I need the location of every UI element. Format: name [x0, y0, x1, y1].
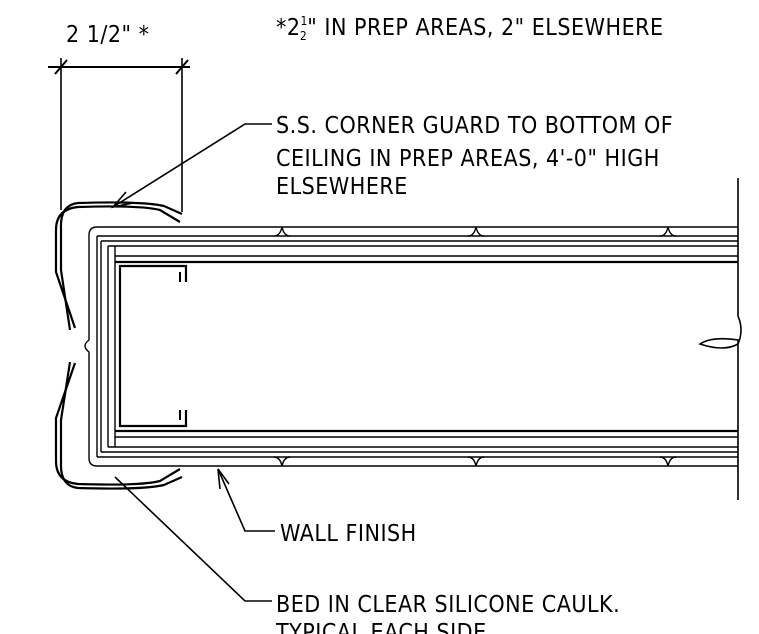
corner-guard-bottom-inner: [59, 361, 183, 490]
corner-guard-arrowhead: [110, 191, 134, 209]
caulk-leader: [114, 476, 272, 602]
wall-finish-leader: [217, 468, 275, 532]
end-finish-outer: [84, 226, 98, 467]
corner-guard-top-outer: [54, 205, 181, 329]
wall-finish-label: WALL FINISH: [280, 521, 417, 547]
corner-guard-top: [54, 201, 183, 331]
caulk-note: BED IN CLEAR SILICONE CAULK. TYPICAL EAC…: [114, 476, 620, 634]
footnote-prefix: *2: [276, 15, 301, 41]
dimension-tick-left: [54, 59, 68, 75]
dimension-group: 2 1/2" *: [48, 22, 190, 212]
corner-guard-note: S.S. CORNER GUARD TO BOTTOM OF CEILING I…: [110, 113, 673, 209]
footnote-text: " IN PREP AREAS, 2" ELSEWHERE: [307, 15, 663, 41]
corner-guard-note-line-2: CEILING IN PREP AREAS, 4'-0" HIGH: [276, 146, 660, 172]
corner-guard-bottom: [54, 361, 183, 490]
wall-finish-note: WALL FINISH: [217, 468, 417, 547]
footnote-fraction-denominator: 2: [300, 29, 307, 43]
wall-finish-top-joints: [273, 226, 677, 237]
caulk-note-line-2: TYPICAL EACH SIDE: [275, 620, 487, 634]
dimension-tick-right: [175, 59, 189, 75]
wall-finish-bottom-joints: [273, 456, 677, 467]
break-line: [698, 178, 742, 500]
break-line-path: [698, 178, 742, 500]
corner-guard-note-line-1: S.S. CORNER GUARD TO BOTTOM OF: [276, 113, 673, 139]
footnote-fraction-numerator: 1: [301, 14, 308, 28]
svg-text:*212" IN PREP AREAS, 2" ELSEWH: *212" IN PREP AREAS, 2" ELSEWHERE: [276, 14, 664, 43]
corner-guard-leader: [112, 123, 272, 208]
caulk-note-line-1: BED IN CLEAR SILICONE CAULK.: [276, 592, 620, 618]
corner-guard-top-inner: [59, 201, 183, 331]
metal-stud-channel: [118, 264, 188, 428]
dimension-label: 2 1/2" *: [66, 22, 149, 48]
wall-assembly: [84, 226, 738, 467]
wall-finish-arrowhead: [217, 468, 230, 490]
corner-guard-note-line-3: ELSEWHERE: [276, 174, 408, 200]
corner-guard-bottom-outer: [54, 362, 181, 486]
